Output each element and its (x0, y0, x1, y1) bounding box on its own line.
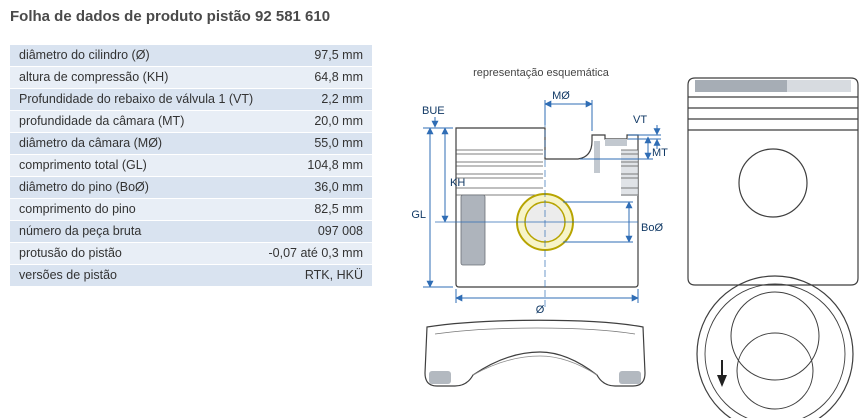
dim-label-boo: BoØ (641, 222, 663, 234)
spec-value: -0,07 até 0,3 mm (268, 246, 364, 260)
skirt-foot-right (619, 371, 641, 384)
spec-value: RTK, HKÜ (304, 268, 363, 282)
dim-label-gl: GL (411, 209, 426, 221)
dim-label-kh: KH (450, 177, 465, 189)
spec-label: profundidade da câmara (MT) (19, 114, 185, 128)
spec-value: 64,8 mm (314, 70, 363, 84)
schematic-caption: representação esquemática (473, 67, 610, 79)
dim-label-vt: VT (633, 114, 647, 126)
piston-schematic-svg: representação esquemática (411, 67, 859, 418)
spec-label: comprimento total (GL) (19, 158, 147, 172)
table-row: comprimento total (GL) 104,8 mm (10, 155, 372, 177)
spec-table: diâmetro do cilindro (Ø) 97,5 mm altura d… (10, 45, 372, 287)
spec-value: 82,5 mm (314, 202, 363, 216)
spec-value: 55,0 mm (314, 136, 363, 150)
spec-label: altura de compressão (KH) (19, 70, 169, 84)
spec-label: diâmetro do pino (BoØ) (19, 180, 149, 194)
spec-label: comprimento do pino (19, 202, 136, 216)
dimension-annotations: GL KH BUE MØ VT MT BoØ Ø (411, 90, 668, 316)
skirt-foot-left (429, 371, 451, 384)
orientation-arrow-head (717, 375, 727, 387)
table-row: comprimento do pino 82,5 mm (10, 199, 372, 221)
dim-label-mt: MT (652, 147, 668, 159)
spec-value: 097 008 (317, 224, 363, 238)
table-row: diâmetro do cilindro (Ø) 97,5 mm (10, 45, 372, 67)
spec-value: 2,2 mm (321, 92, 363, 106)
spec-label: protusão do pistão (19, 246, 122, 260)
spec-label: diâmetro do cilindro (Ø) (19, 48, 150, 62)
spec-label: diâmetro da câmara (MØ) (19, 136, 163, 150)
spec-value: 104,8 mm (307, 158, 363, 172)
spec-value: 36,0 mm (314, 180, 363, 194)
crown-shading-dark (695, 80, 787, 92)
table-row: diâmetro do pino (BoØ) 36,0 mm (10, 177, 372, 199)
spec-label: versões de pistão (19, 268, 117, 282)
dim-label-bue: BUE (422, 105, 445, 117)
dim-label-mo: MØ (552, 90, 570, 102)
pin-hole (738, 148, 808, 218)
spec-value: 97,5 mm (314, 48, 363, 62)
table-row: Profundidade do rebaixo de válvula 1 (VT… (10, 89, 372, 111)
piston-cross-section (435, 110, 639, 307)
schematic-drawing-area: representação esquemática (395, 55, 866, 418)
dim-label-diameter: Ø (536, 304, 545, 316)
table-row: número da peça bruta 097 008 (10, 221, 372, 243)
piston-side-view (687, 77, 859, 286)
table-row: protusão do pistão -0,07 até 0,3 mm (10, 243, 372, 265)
table-row: diâmetro da câmara (MØ) 55,0 mm (10, 133, 372, 155)
spec-label: número da peça bruta (19, 224, 142, 238)
table-row: profundidade da câmara (MT) 20,0 mm (10, 111, 372, 133)
piston-crown-view (696, 275, 854, 418)
pin-boss-section (460, 194, 486, 266)
page-title: Folha de dados de produto pistão 92 581 … (10, 8, 331, 25)
spec-label: Profundidade do rebaixo de válvula 1 (VT… (19, 92, 254, 106)
piston-skirt-profile (424, 319, 646, 387)
table-row: versões de pistão RTK, HKÜ (10, 265, 372, 287)
crown-shading-light (787, 80, 851, 92)
spec-value: 20,0 mm (314, 114, 363, 128)
table-row: altura de compressão (KH) 64,8 mm (10, 67, 372, 89)
